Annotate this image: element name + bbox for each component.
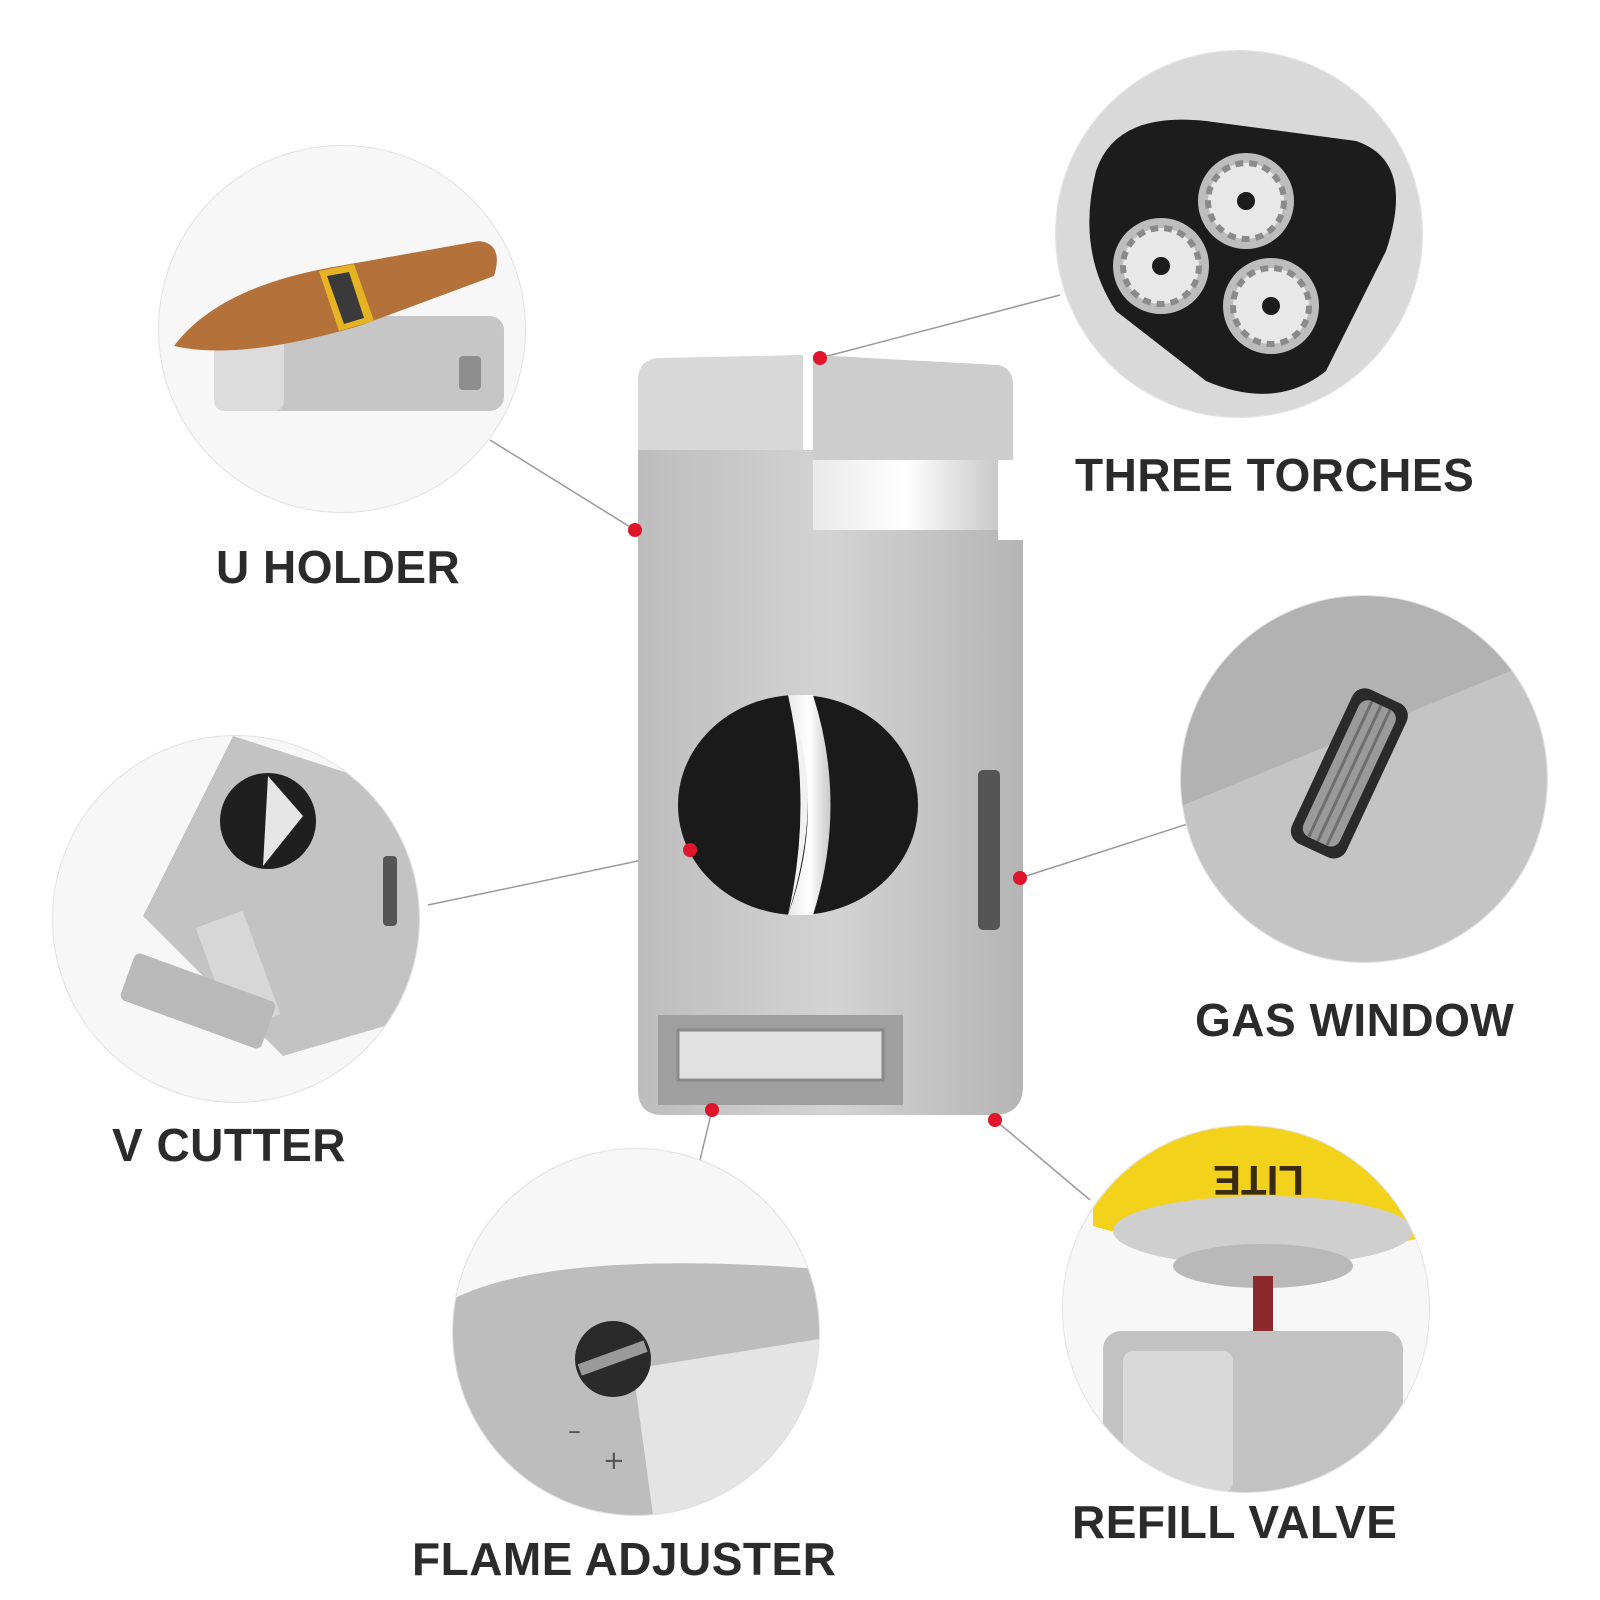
torch-nozzles-illustration [1056, 51, 1422, 417]
cigar-on-holder-illustration [174, 241, 504, 411]
cigar-lighter-product [638, 350, 1038, 1130]
plus-icon: + [603, 1446, 625, 1476]
u-holder-label: U HOLDER [216, 541, 461, 593]
callout-dot-refill-valve [988, 1113, 1002, 1127]
callout-dot-flame-adjuster [705, 1103, 719, 1117]
refill-valve-label: REFILL VALVE [1072, 1496, 1398, 1548]
v-cutter-opening [678, 695, 918, 915]
torch-nozzle-icon [1113, 218, 1209, 314]
three-torches-label: THREE TORCHES [1075, 449, 1475, 501]
callout-dot-gas-window [1013, 871, 1027, 885]
gas-window-illustration [1181, 596, 1547, 962]
flame-adjuster-detail-circle: – + [452, 1148, 820, 1516]
refill-valve-illustration [1093, 1126, 1429, 1492]
lighter-top-cap [638, 355, 1013, 530]
gas-window [978, 770, 1000, 930]
gas-window-detail-circle [1180, 595, 1548, 963]
v-cutter-illustration [120, 736, 419, 1056]
callout-dot-three-torches [813, 351, 827, 365]
v-cutter-label: V CUTTER [112, 1119, 346, 1171]
gas-window-label: GAS WINDOW [1195, 994, 1515, 1046]
three-torches-detail-circle [1055, 50, 1423, 418]
minus-icon: – [568, 1416, 581, 1446]
gas-can-brand-text: LITE [1213, 1157, 1304, 1204]
torch-nozzle-icon [1223, 258, 1319, 354]
refill-valve-detail-circle: LITE [1062, 1125, 1430, 1493]
torch-nozzle-icon [1198, 153, 1294, 249]
callout-dot-u-holder [628, 523, 642, 537]
bottom-latch [658, 1015, 903, 1105]
callout-dot-v-cutter [683, 843, 697, 857]
v-cutter-detail-circle [52, 735, 420, 1103]
flame-adjuster-illustration: – + [453, 1263, 819, 1515]
flame-adjuster-label: FLAME ADJUSTER [412, 1533, 837, 1585]
u-holder-detail-circle [158, 145, 526, 513]
